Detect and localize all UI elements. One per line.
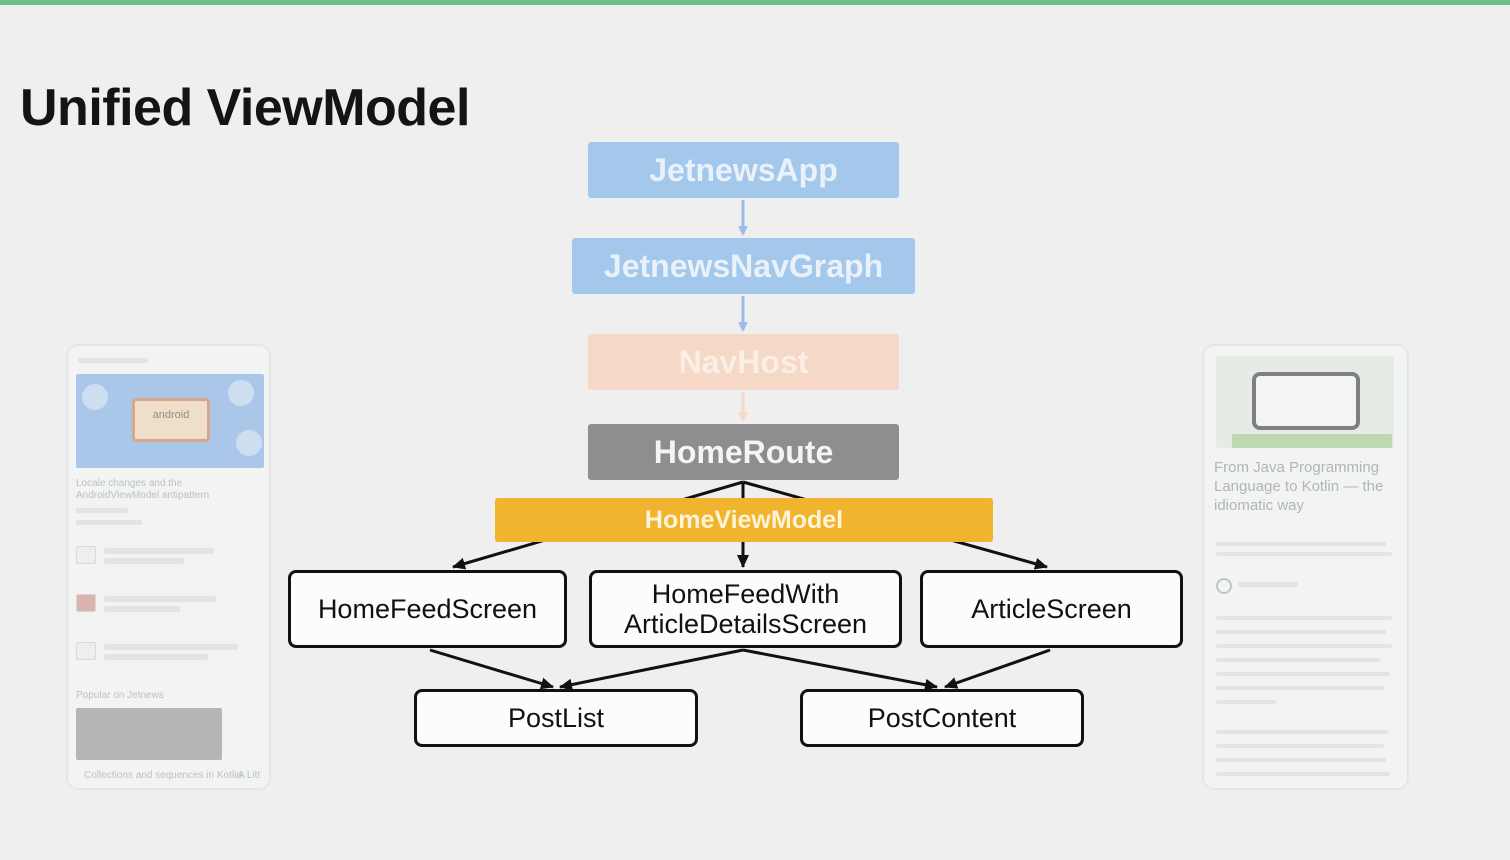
body-line bbox=[1216, 758, 1386, 762]
grass-illustration bbox=[1232, 434, 1392, 448]
popular-caption: A Litt bbox=[238, 770, 261, 781]
arrow-homefeed-to-postlist bbox=[429, 648, 554, 690]
node-post-content: PostContent bbox=[800, 689, 1084, 747]
banner-decoration-icon bbox=[228, 380, 254, 406]
banner-decoration-icon bbox=[82, 384, 108, 410]
node-label-line-2: ArticleDetailsScreen bbox=[623, 609, 868, 639]
article-headline: Locale changes and the AndroidViewModel … bbox=[76, 478, 210, 501]
body-line bbox=[1216, 772, 1390, 776]
list-item bbox=[104, 558, 184, 564]
phone-status-line bbox=[78, 358, 148, 363]
node-home-view-model: HomeViewModel bbox=[495, 498, 993, 542]
body-line bbox=[1216, 630, 1386, 634]
list-item-icon bbox=[76, 546, 96, 564]
node-nav-host: NavHost bbox=[588, 334, 899, 390]
android-card: android bbox=[132, 398, 210, 442]
list-item bbox=[104, 596, 216, 602]
list-item-icon bbox=[76, 594, 96, 612]
byline-line bbox=[1216, 552, 1392, 556]
node-post-list: PostList bbox=[414, 689, 698, 747]
arrow-article-to-postcontent bbox=[944, 648, 1051, 689]
top-accent-bar bbox=[0, 0, 1510, 5]
author-line bbox=[76, 508, 128, 513]
banner-decoration-icon bbox=[236, 430, 262, 456]
author-line bbox=[1238, 582, 1298, 587]
body-line bbox=[1216, 644, 1392, 648]
body-line bbox=[1216, 672, 1390, 676]
arrow-details-to-postcontent bbox=[742, 648, 938, 691]
body-line bbox=[1216, 616, 1392, 620]
list-item bbox=[104, 644, 238, 650]
arrow-details-to-postlist bbox=[559, 648, 744, 691]
node-jetnews-app: JetnewsApp bbox=[588, 142, 899, 198]
list-item bbox=[104, 548, 214, 554]
body-line bbox=[1216, 744, 1384, 748]
article-headline: From Java Programming Language to Kotlin… bbox=[1214, 459, 1384, 514]
popular-caption: Collections and sequences in Kotlin bbox=[84, 770, 242, 781]
node-home-feed-with-article-details-screen: HomeFeedWith ArticleDetailsScreen bbox=[589, 570, 902, 648]
byline-line bbox=[1216, 542, 1386, 546]
body-line bbox=[1216, 700, 1276, 704]
tablet-illustration bbox=[1252, 372, 1360, 430]
popular-thumbnail bbox=[76, 708, 222, 760]
list-item bbox=[104, 654, 208, 660]
article-hero-image bbox=[1216, 356, 1394, 448]
article-banner-image: android bbox=[76, 374, 264, 468]
list-item-icon bbox=[76, 642, 96, 660]
body-line bbox=[1216, 730, 1388, 734]
body-line bbox=[1216, 658, 1380, 662]
body-line bbox=[1216, 686, 1384, 690]
date-line bbox=[76, 520, 142, 525]
section-label: Popular on Jetnews bbox=[76, 690, 164, 701]
node-article-screen: ArticleScreen bbox=[920, 570, 1183, 648]
slide-title: Unified ViewModel bbox=[20, 79, 470, 137]
list-item bbox=[104, 606, 180, 612]
avatar-icon bbox=[1216, 578, 1232, 594]
node-home-route: HomeRoute bbox=[588, 424, 899, 480]
node-label-line-1: HomeFeedWith bbox=[651, 579, 840, 609]
node-jetnews-nav-graph: JetnewsNavGraph bbox=[572, 238, 915, 294]
node-home-feed-screen: HomeFeedScreen bbox=[288, 570, 567, 648]
left-phone-mockup: android Locale changes and the AndroidVi… bbox=[66, 344, 271, 790]
right-phone-mockup: From Java Programming Language to Kotlin… bbox=[1202, 344, 1409, 790]
